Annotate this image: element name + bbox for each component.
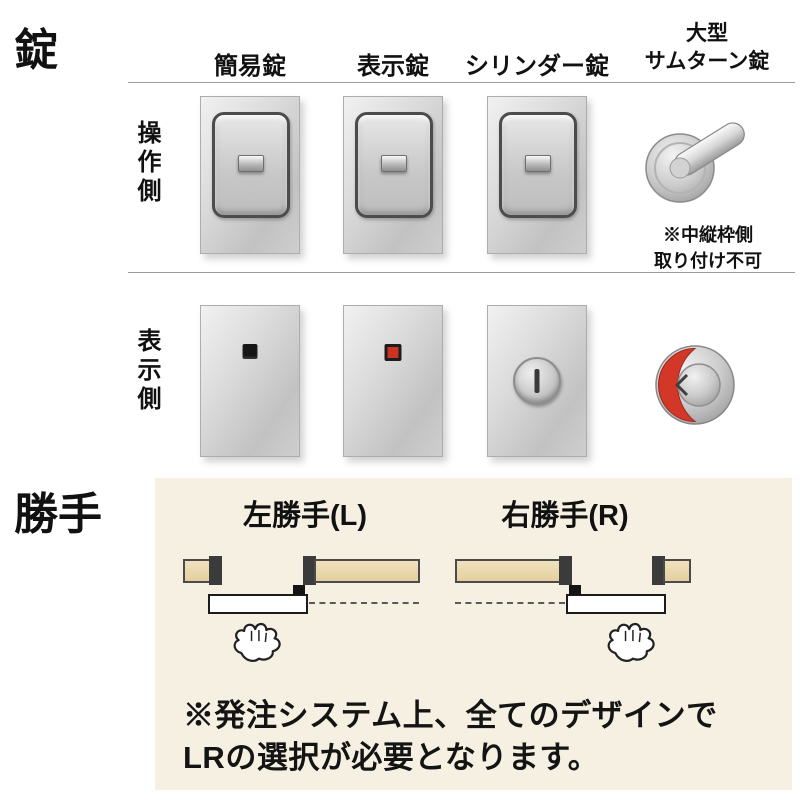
thumbturn-lever-icon — [645, 122, 745, 203]
black-indicator-window — [242, 344, 258, 359]
left-diagram-lock-position — [293, 585, 305, 595]
right-diagram-lock-position — [569, 585, 581, 595]
column-header-simple-lock: 簡易錠 — [214, 53, 286, 80]
column-header-thumbturn-line2: サムターン錠 — [644, 50, 770, 74]
right-diagram-travel-dashed-line — [455, 602, 565, 604]
left-diagram-travel-dashed-line — [309, 602, 419, 604]
simple-lock-operation-plate — [200, 96, 300, 254]
right-hand-label: 右勝手(R) — [501, 500, 629, 532]
row-label-operation-side: 操作側 — [133, 120, 160, 207]
divider-line-middle — [128, 272, 795, 273]
red-indicator-window — [384, 344, 402, 361]
thumbturn-install-note-line1: ※中縦枠側 — [663, 225, 753, 245]
latch-button — [381, 155, 407, 172]
key-cylinder-icon — [513, 357, 561, 405]
ordering-note-line2: LRの選択が必要となります。 — [183, 740, 600, 775]
right-diagram-frame-post-b — [652, 556, 665, 585]
column-header-cylinder-lock: シリンダー錠 — [465, 53, 609, 80]
left-diagram-frame-post-a — [209, 556, 222, 585]
left-diagram-jamb-short — [183, 559, 211, 583]
divider-line-top — [128, 82, 795, 83]
lock-section-title: 錠 — [14, 26, 58, 75]
latch-button — [238, 155, 264, 172]
flush-pull-cup — [212, 112, 290, 218]
hand-icon — [233, 622, 281, 662]
left-hand-label: 左勝手(L) — [242, 500, 368, 532]
thumbturn-install-note: ※中縦枠側 取り付け不可 — [624, 222, 792, 274]
thumbturn-install-note-line2: 取り付け不可 — [654, 251, 762, 272]
latch-button — [525, 155, 551, 172]
indicator-lock-operation-plate — [343, 96, 443, 254]
ordering-note-line1: ※発注システム上、全てのデザインで — [183, 698, 718, 733]
left-diagram-frame-post-b — [303, 556, 316, 585]
right-diagram-frame-post-a — [559, 556, 572, 585]
right-diagram-jamb-long — [455, 559, 561, 583]
row-label-indicator-side: 表示側 — [133, 328, 160, 415]
left-diagram-door-panel — [208, 594, 308, 614]
hand-icon — [607, 622, 655, 662]
keyhole-slot-icon — [534, 369, 540, 393]
flush-pull-cup — [499, 112, 577, 218]
column-header-thumbturn-line1: 大型 — [686, 22, 728, 45]
left-diagram-jamb-long — [314, 559, 420, 583]
handedness-section-title: 勝手 — [14, 490, 102, 539]
thumbturn-indicator-disc-icon — [655, 345, 735, 425]
column-header-indicator-lock: 表示錠 — [357, 53, 429, 80]
cylinder-lock-operation-plate — [487, 96, 587, 254]
column-header-thumbturn-lock: 大型 サムターン錠 — [623, 20, 791, 77]
right-diagram-jamb-short — [663, 559, 691, 583]
flush-pull-cup — [355, 112, 433, 218]
simple-lock-indicator-plate — [200, 305, 300, 457]
right-diagram-door-panel — [566, 594, 666, 614]
cylinder-lock-indicator-plate — [487, 305, 587, 457]
indicator-lock-indicator-plate — [343, 305, 443, 457]
